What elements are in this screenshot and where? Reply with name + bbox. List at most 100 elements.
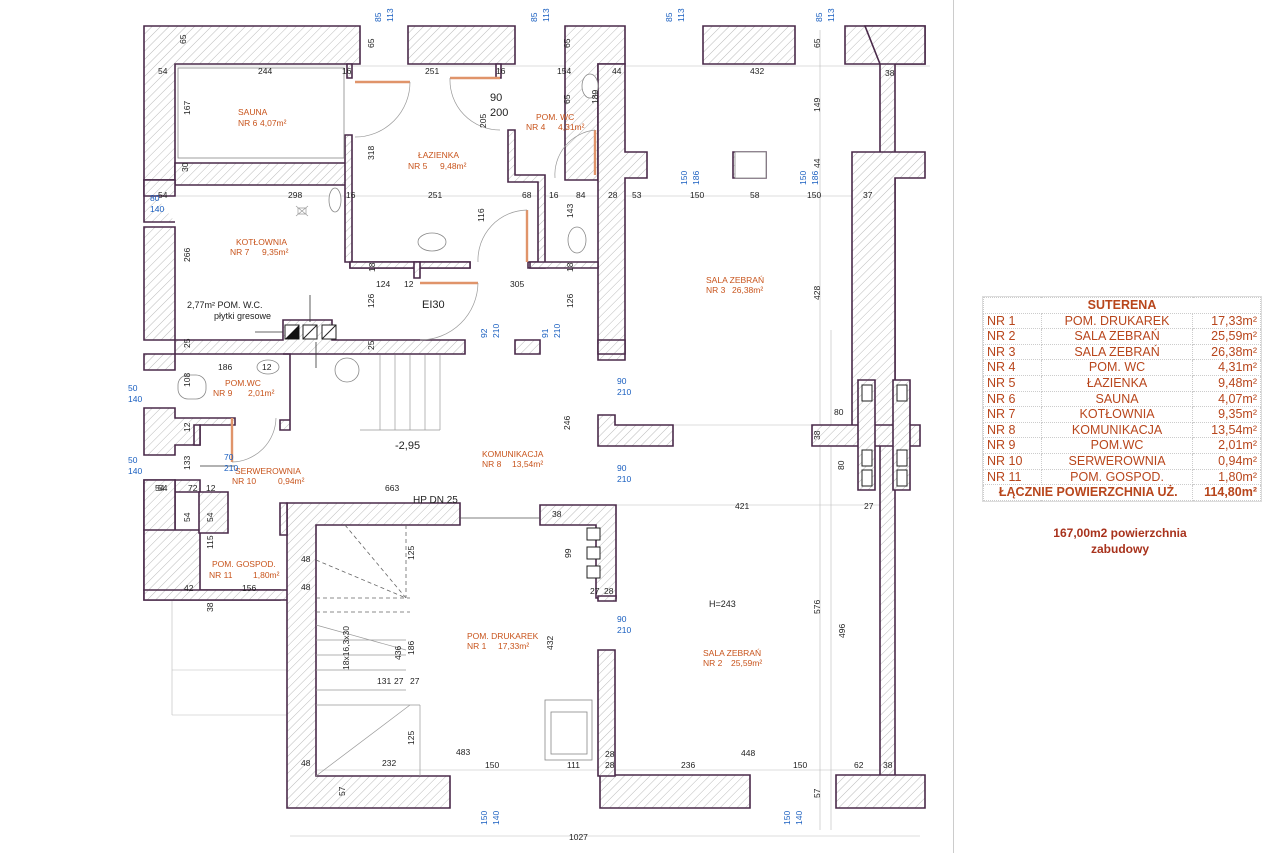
floor-drain-icon [295,205,309,217]
room-area: 25,59m² [1192,328,1261,345]
dimension-label: 38 [552,509,562,519]
room-name: SALA ZEBRAŃ [1040,328,1194,345]
room-area: 13,54m² [1192,421,1261,439]
dimension-label: 428 [812,286,822,300]
area-table-title: SUTERENA [983,297,1261,314]
room-nr: NR 8 [482,459,502,469]
opening-dimension: 113 [385,8,395,22]
opening-dimension: 80 [150,193,160,203]
stair-spec: 18x16,3x30 [341,626,351,670]
dimension-label: 236 [681,760,695,770]
dimension-label: 131 [377,676,391,686]
room-area: 0,94m² [1192,452,1261,470]
room-area: 4,07m² [260,118,287,128]
dimension-label: 57 [812,788,822,798]
staircase [315,355,441,777]
annotations: 2,77m² POM. W.C. płytki gresowe EI30 -2,… [187,92,736,670]
dimension-label: 266 [182,248,192,262]
room-name: ŁAZIENKA [418,150,459,160]
opening-dimension: 85 [529,12,539,22]
opening-dimension: 150 [798,171,808,185]
footprint-line2: zabudowy [1090,542,1149,556]
dimension-label: 125 [406,731,416,745]
footprint-line1: 167,00m2 powierzchnia [1053,526,1187,540]
room-nr: NR 11 [209,570,233,580]
room-name: SALA ZEBRAŃ [706,275,764,285]
room-name: SALA ZEBRAŃ [703,648,761,658]
dimension-label: 251 [428,190,442,200]
room-name: POM. GOSPOD. [212,559,276,569]
dimension-label: 126 [565,294,575,308]
room-area: 9,35m² [1192,406,1261,423]
dimension-label: 68 [522,190,532,200]
room-name: POM. DRUKAREK [1040,312,1194,330]
room-nr: NR 10 [232,476,256,486]
total-label: ŁĄCZNIE POWIERZCHNIA UŻ. [982,484,1194,501]
dimension-label: 28 [604,586,614,596]
wc-note: 2,77m² POM. W.C. [187,300,263,310]
dimension-label: 25 [366,340,376,350]
opening-dimension: 113 [826,8,836,22]
room-name: SERWEROWNIA [1040,452,1194,470]
dimension-label: 154 [557,66,571,76]
footprint-note: 167,00m2 powierzchnia zabudowy [1024,525,1216,557]
opening-dimension: 186 [810,171,820,185]
room-nr: NR 4 [526,122,546,132]
toilet-icon [177,374,207,400]
opening-dimension: 140 [150,204,164,214]
room-name: POM. WC [536,112,574,122]
dimension-label: 189 [590,90,600,104]
opening-dimension: 70 [224,452,234,462]
opening-dimension: 85 [373,12,383,22]
wc-note-material: płytki gresowe [214,311,271,321]
room-area: 17,33m² [498,641,529,651]
dimension-label: 65 [366,38,376,48]
opening-dimension: 90 [617,463,627,473]
dimension-label: 99 [563,548,573,558]
dimension-label: 149 [812,98,822,112]
door-width: 90 [490,92,502,104]
room-area: 4,31m² [1192,359,1261,376]
room-number: NR 5 [983,374,1042,392]
room-area: 9,48m² [440,161,467,171]
room-area: 13,54m² [512,459,543,469]
dimension-label: 432 [545,636,555,650]
dimension-label: 28 [608,190,618,200]
dimension-label: 126 [366,294,376,308]
dimension-label: 48 [301,582,311,592]
room-name: SALA ZEBRAŃ [1040,343,1194,361]
room-name: POM. WC [1040,359,1194,376]
dimension-label: 186 [406,641,416,655]
room-area: 26,38m² [1192,343,1261,361]
dimension-label: 111 [567,760,580,770]
dimension-label: 30 [180,162,190,172]
dimension-label: 16 [346,190,356,200]
room-area: 17,33m² [1192,312,1261,330]
total-value: 114,80m² [1192,484,1261,501]
dimension-label: 125 [406,546,416,560]
dimension-label: 156 [242,583,256,593]
dimension-label: 576 [812,600,822,614]
room-number: NR 7 [983,406,1042,423]
dimension-label: 27 [410,676,420,686]
dimension-label: 80 [834,407,844,417]
dimension-label: 496 [837,624,847,638]
dimension-label: 48 [301,758,311,768]
room-name: SAUNA [238,107,268,117]
room-name: KOMUNIKACJA [1040,421,1194,439]
room-nr: NR 9 [213,388,233,398]
room-number: NR 8 [983,421,1042,439]
room-name: POM.WC [225,378,261,388]
room-name: ŁAZIENKA [1040,374,1194,392]
dimension-label: 305 [510,279,524,289]
opening-dimension: 210 [617,387,631,397]
opening-dimension: 140 [794,811,804,825]
dimension-label: 84 [576,190,586,200]
opening-dimension: 140 [128,394,142,404]
opening-dimension: 210 [617,625,631,635]
room-area: 9,35m² [262,247,289,257]
fixtures [177,67,908,761]
